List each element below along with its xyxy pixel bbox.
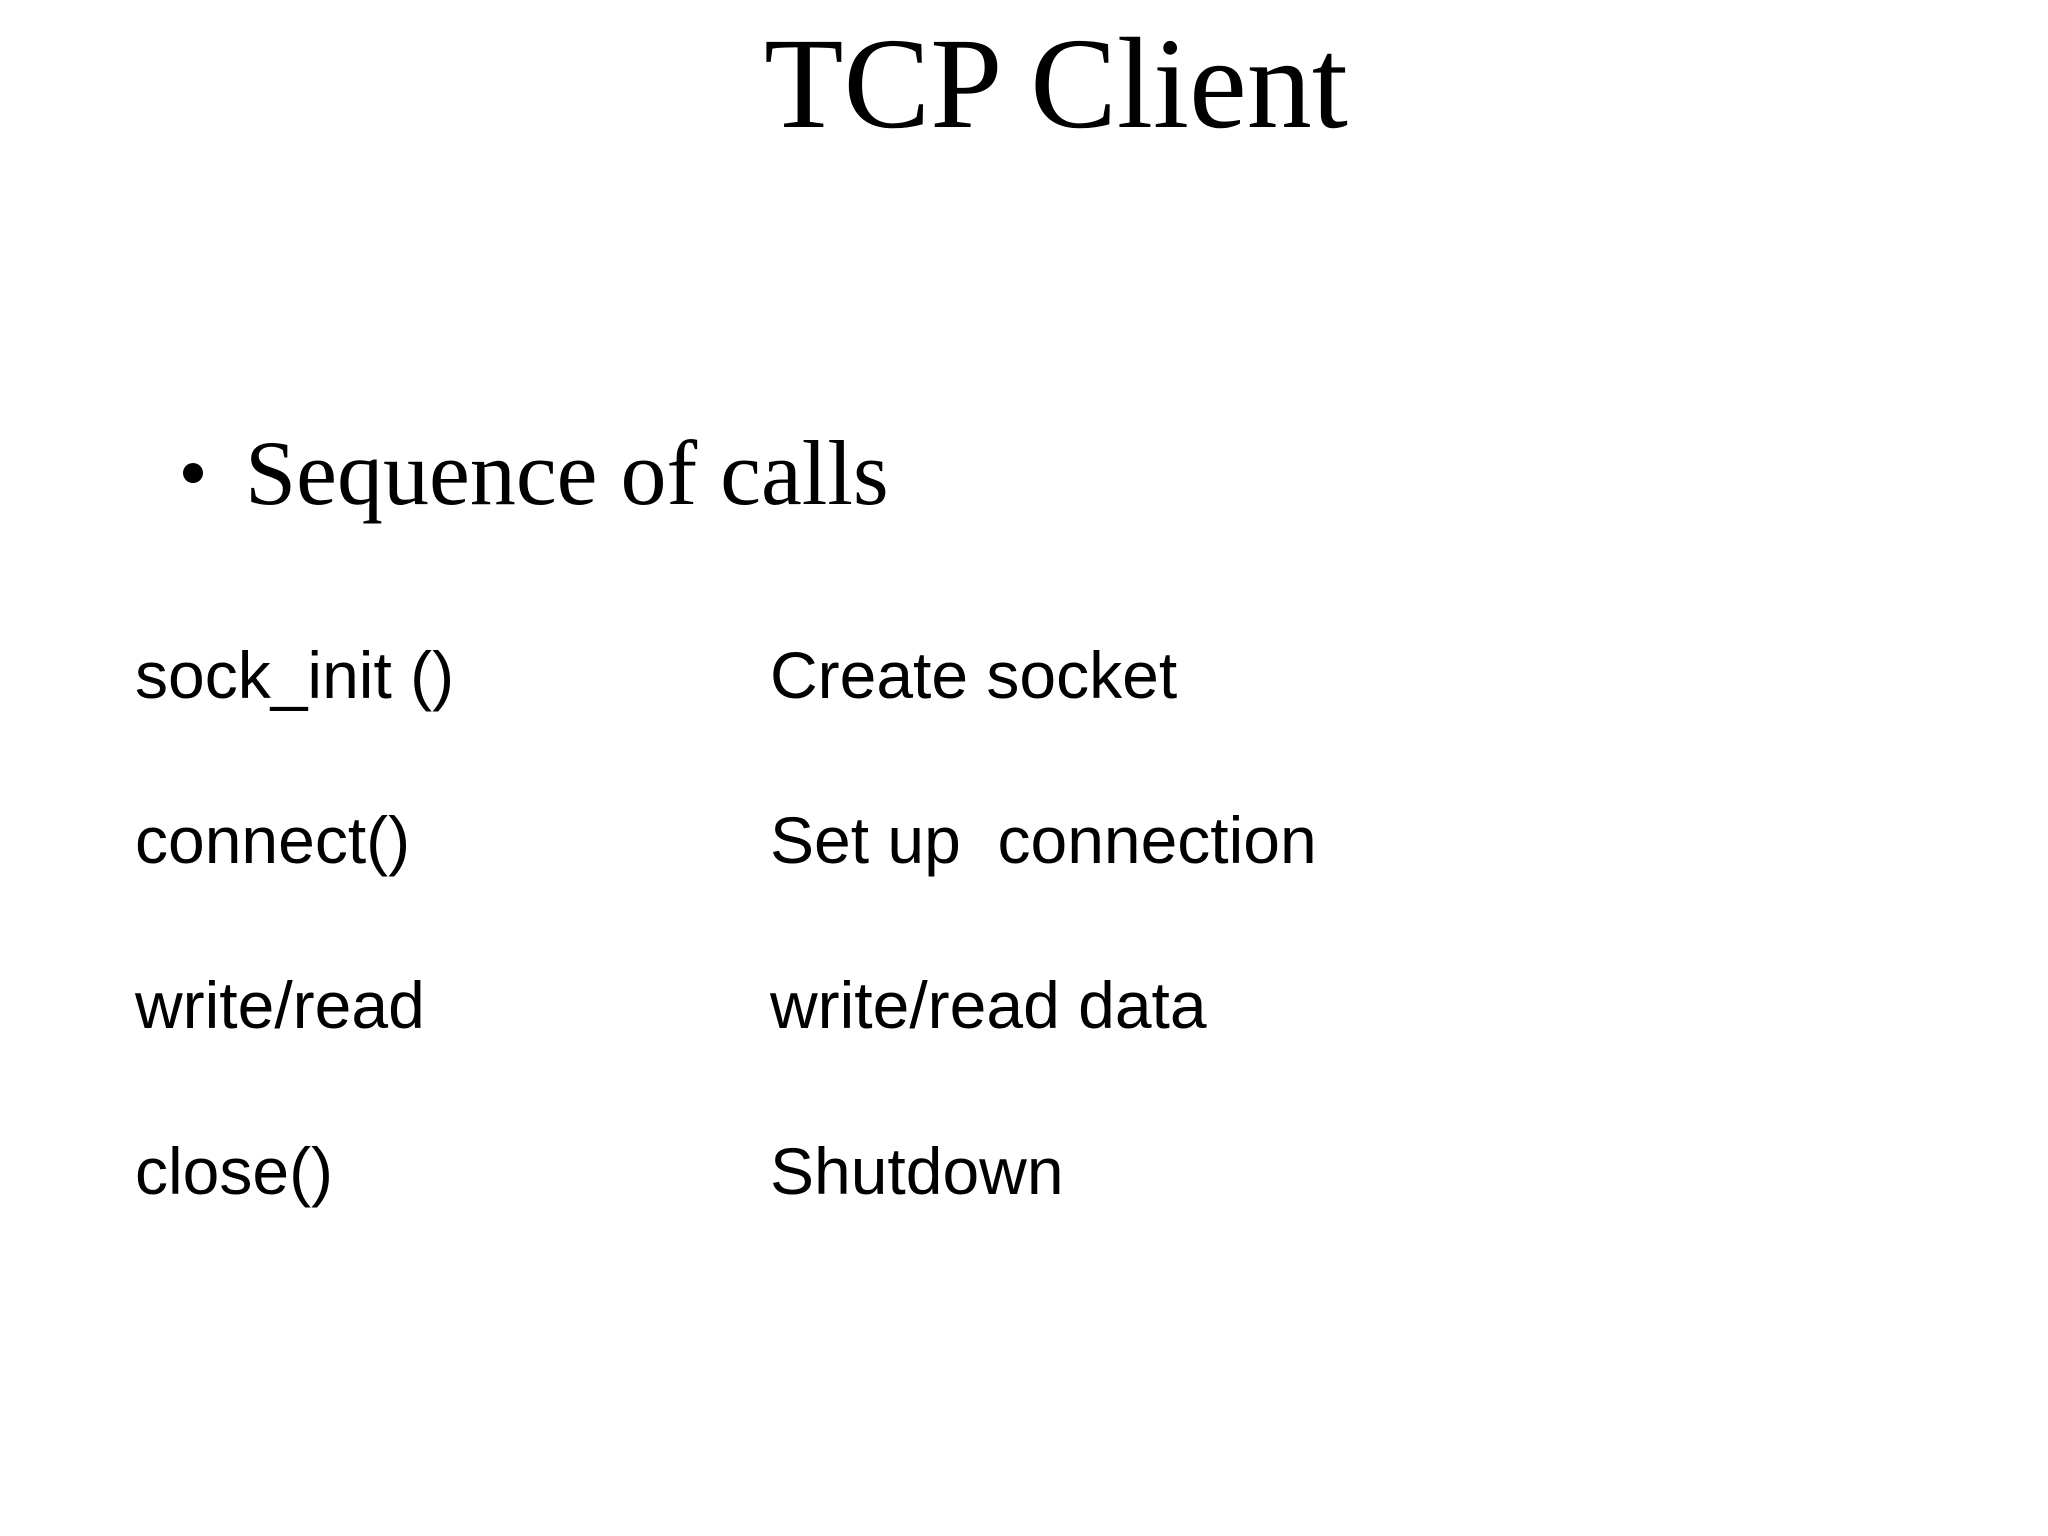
call-row-close: close() Shutdown — [135, 1132, 1988, 1211]
call-row-sock-init: sock_init () Create socket — [135, 636, 1988, 715]
call-name: write/read — [135, 968, 425, 1043]
call-description: write/read data — [770, 968, 1207, 1043]
call-description: Create socket — [770, 638, 1178, 712]
call-description: Shutdown — [770, 1133, 1064, 1208]
bullet-item: Sequence of calls — [183, 418, 889, 528]
slide-title: TCP Client — [764, 12, 1348, 156]
call-name: close() — [135, 1133, 334, 1208]
bullet-text: Sequence of calls — [245, 422, 889, 524]
bullet-icon — [183, 463, 203, 484]
call-sequence-list: sock_init () Create socket connect() Set… — [135, 636, 1988, 1297]
call-row-connect: connect() Set up connection — [135, 801, 1988, 880]
call-name: sock_init () — [135, 638, 455, 712]
call-name: connect() — [135, 803, 411, 878]
call-description: Set up connection — [770, 803, 1317, 878]
call-row-write-read: write/read write/read data — [135, 966, 1988, 1045]
